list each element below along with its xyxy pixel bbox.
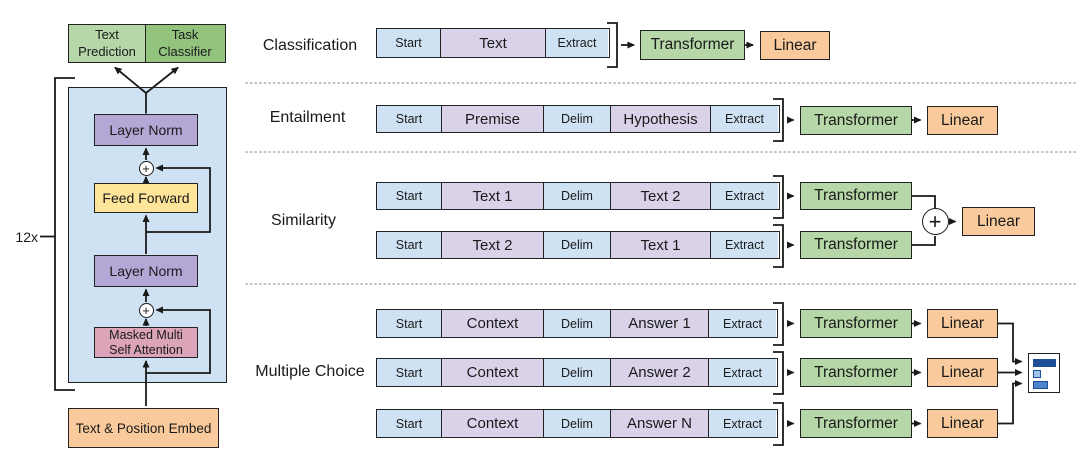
input-bar: Start Context Delim Answer 2 Extract bbox=[376, 358, 778, 387]
transformer-box: Transformer bbox=[800, 182, 912, 210]
token-box-text1: Text 1 bbox=[442, 183, 544, 209]
wire-choice-linear1-to-scores bbox=[998, 322, 1023, 365]
linear-box: Linear bbox=[760, 31, 830, 60]
layer-norm-bottom-box: Layer Norm bbox=[94, 255, 198, 287]
layer-norm-top-box: Layer Norm bbox=[94, 114, 198, 146]
residual-add-icon: + bbox=[138, 302, 154, 318]
answer-scores-box bbox=[1028, 353, 1060, 393]
text-position-embed-box: Text & Position Embed bbox=[68, 408, 219, 448]
masked-attention-line1: Masked Multi bbox=[109, 327, 183, 342]
wire-choice-linear3-to-scores bbox=[998, 380, 1023, 425]
linear-box: Linear bbox=[927, 358, 998, 387]
transformer-box: Transformer bbox=[800, 231, 912, 259]
masked-attention-box: Masked Multi Self Attention bbox=[94, 327, 198, 358]
token-box-hypothesis: Hypothesis bbox=[611, 106, 711, 132]
token-box-text1: Text 1 bbox=[611, 232, 711, 258]
token-box-extract: Extract bbox=[709, 359, 776, 386]
token-box-extract: Extract bbox=[711, 232, 778, 258]
token-box-answerN: Answer N bbox=[611, 410, 709, 437]
token-box-start: Start bbox=[377, 359, 442, 386]
token-box-extract: Extract bbox=[546, 29, 608, 57]
task-classifier-box: Task Classifier bbox=[144, 24, 226, 63]
token-box-context: Context bbox=[442, 310, 544, 337]
token-box-extract: Extract bbox=[709, 410, 776, 437]
residual-add-icon: + bbox=[138, 160, 154, 176]
transformer-box: Transformer bbox=[800, 409, 912, 438]
token-box-start: Start bbox=[377, 106, 442, 132]
token-box-delim: Delim bbox=[544, 310, 611, 337]
token-box-start: Start bbox=[377, 232, 442, 258]
token-box-delim: Delim bbox=[544, 183, 611, 209]
token-box-delim: Delim bbox=[544, 106, 611, 132]
input-bar: Start Text Extract bbox=[376, 28, 610, 58]
token-box-start: Start bbox=[377, 183, 442, 209]
token-box-context: Context bbox=[442, 410, 544, 437]
input-bar: Start Text 2 Delim Text 1 Extract bbox=[376, 231, 780, 259]
linear-box: Linear bbox=[927, 309, 998, 338]
token-box-text: Text bbox=[441, 29, 546, 57]
transformer-box: Transformer bbox=[800, 106, 912, 135]
transformer-box: Transformer bbox=[800, 309, 912, 338]
token-box-answer1: Answer 1 bbox=[611, 310, 709, 337]
masked-attention-line2: Self Attention bbox=[109, 342, 183, 357]
wire-similarity-transformer1-to-add bbox=[912, 195, 936, 208]
score-bar-answerN bbox=[1033, 381, 1048, 389]
feed-forward-box: Feed Forward bbox=[94, 183, 198, 213]
token-box-delim: Delim bbox=[544, 359, 611, 386]
repeat-count-label: 12x bbox=[15, 229, 38, 245]
token-box-text2: Text 2 bbox=[442, 232, 544, 258]
token-box-premise: Premise bbox=[442, 106, 544, 132]
input-bar: Start Text 1 Delim Text 2 Extract bbox=[376, 182, 780, 210]
token-box-delim: Delim bbox=[544, 232, 611, 258]
task-label-multiple-choice: Multiple Choice bbox=[255, 362, 365, 380]
input-bar: Start Context Delim Answer 1 Extract bbox=[376, 309, 778, 338]
linear-box: Linear bbox=[962, 207, 1035, 236]
token-box-extract: Extract bbox=[709, 310, 776, 337]
token-box-extract: Extract bbox=[711, 106, 778, 132]
token-box-extract: Extract bbox=[711, 183, 778, 209]
token-box-context: Context bbox=[442, 359, 544, 386]
task-label-similarity: Similarity bbox=[271, 211, 336, 229]
score-bar-answer1 bbox=[1033, 359, 1056, 367]
token-box-delim: Delim bbox=[544, 410, 611, 437]
token-box-start: Start bbox=[377, 29, 441, 57]
transformer-box: Transformer bbox=[640, 30, 745, 60]
linear-box: Linear bbox=[927, 409, 998, 438]
linear-box: Linear bbox=[927, 106, 998, 135]
task-label-entailment: Entailment bbox=[269, 108, 346, 126]
token-box-answer2: Answer 2 bbox=[611, 359, 709, 386]
text-prediction-box: Text Prediction bbox=[68, 24, 146, 63]
transformer-box: Transformer bbox=[800, 358, 912, 387]
sum-add-icon: + bbox=[921, 208, 949, 235]
input-bar: Start Context Delim Answer N Extract bbox=[376, 409, 778, 438]
wire-similarity-transformer2-to-add bbox=[912, 236, 936, 246]
task-label-classification: Classification bbox=[262, 36, 358, 54]
token-box-start: Start bbox=[377, 410, 442, 437]
token-box-text2: Text 2 bbox=[611, 183, 711, 209]
score-bar-answer2 bbox=[1033, 370, 1041, 378]
token-box-start: Start bbox=[377, 310, 442, 337]
input-bar: Start Premise Delim Hypothesis Extract bbox=[376, 105, 780, 133]
